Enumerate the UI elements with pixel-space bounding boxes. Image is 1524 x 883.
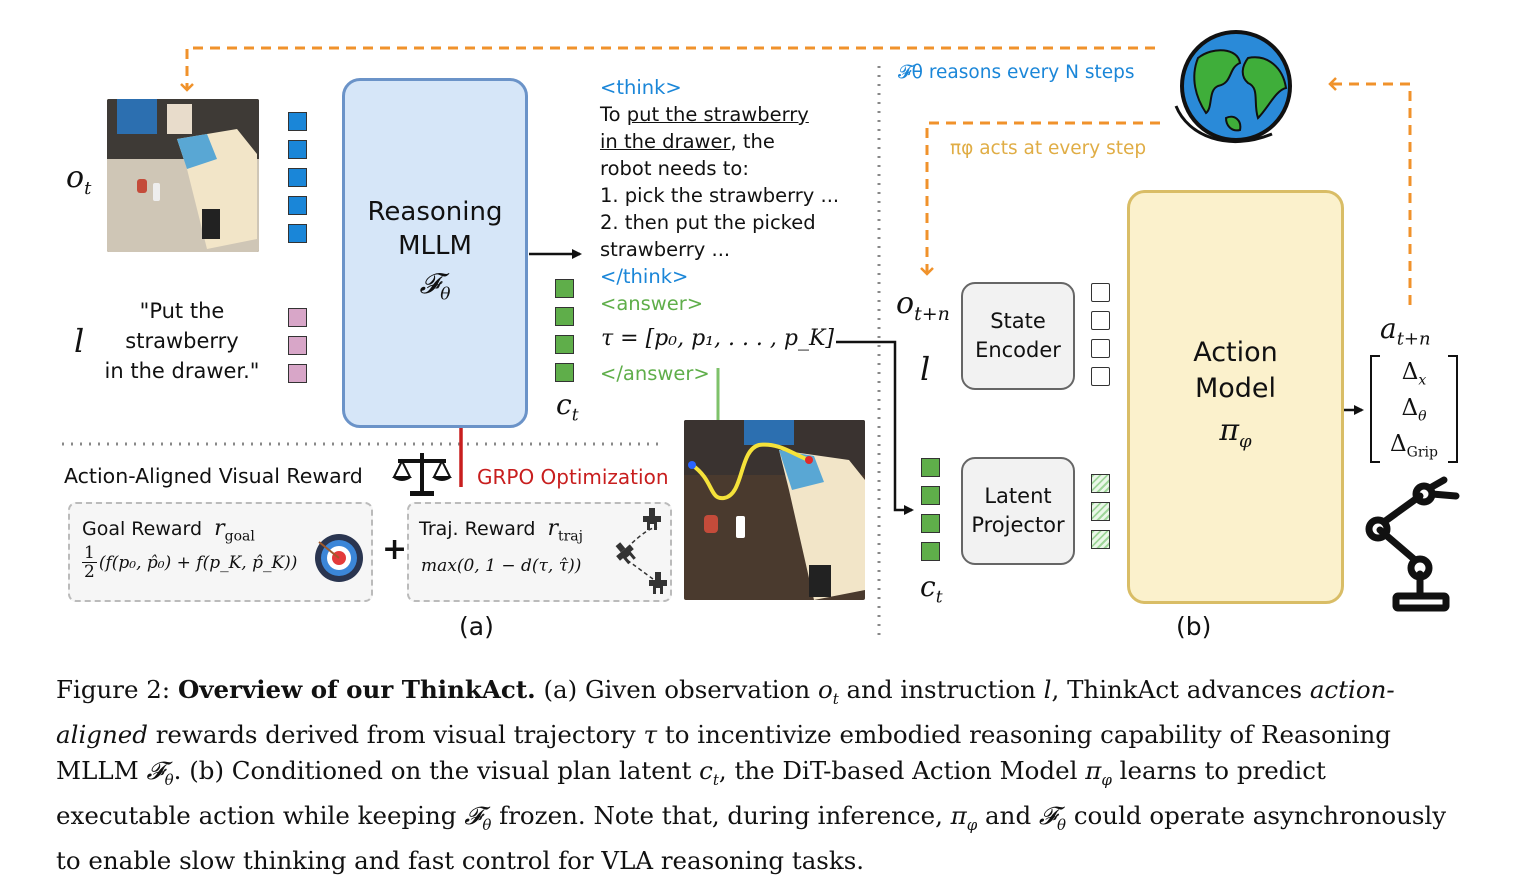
state-token bbox=[1091, 311, 1110, 330]
latent-token bbox=[555, 335, 574, 354]
figure-caption: Figure 2: Overview of our ThinkAct. (a) … bbox=[56, 675, 1447, 875]
answer-close-tag: </answer> bbox=[600, 362, 710, 385]
instruction-symbol-b: l bbox=[920, 350, 931, 388]
latent-token bbox=[555, 363, 574, 382]
globe-icon bbox=[1168, 28, 1308, 152]
robot-arm-icon bbox=[1360, 474, 1470, 618]
scale-icon bbox=[392, 449, 452, 503]
goal-reward-formula: 1 2 (f(p₀, p̂₀) + f(p_K, p̂_K)) bbox=[82, 543, 298, 582]
trajectory-image bbox=[684, 420, 865, 600]
gripper-trajectory-icon bbox=[609, 506, 671, 604]
observation-token bbox=[288, 112, 307, 131]
goal-reward-label: Goal Reward rgoal bbox=[82, 516, 255, 545]
instruction-symbol: l bbox=[74, 322, 85, 360]
observation-next-symbol: ot+n bbox=[896, 286, 950, 325]
latent-token bbox=[555, 279, 574, 298]
traj-reward-formula: max(0, 1 − d(τ, τ̂)) bbox=[421, 556, 582, 576]
observation-token bbox=[288, 196, 307, 215]
action-vector: Δx Δθ ΔGrip bbox=[1370, 355, 1458, 463]
reasoning-line: 1. pick the strawberry ... bbox=[600, 184, 840, 207]
projected-token bbox=[1091, 474, 1110, 493]
observation-token bbox=[288, 140, 307, 159]
latent-symbol-b: ct bbox=[920, 570, 943, 608]
part-b-label: (b) bbox=[1176, 612, 1212, 641]
traj-reward-label: Traj. Reward rtraj bbox=[419, 516, 583, 545]
projected-token bbox=[1091, 530, 1110, 549]
plus-sign: + bbox=[382, 532, 408, 567]
observation-image bbox=[107, 99, 259, 252]
part-a-label: (a) bbox=[459, 612, 494, 641]
mllm-label-line1: Reasoning bbox=[367, 196, 503, 227]
latent-token-b bbox=[921, 486, 940, 505]
trajectory-formula: τ = [p₀, p₁, . . . , p_K] bbox=[601, 326, 834, 351]
latent-token-b bbox=[921, 514, 940, 533]
instruction-token bbox=[288, 308, 307, 327]
latent-symbol: ct bbox=[556, 388, 579, 426]
reasoning-output: <think> To put the strawberry in the dra… bbox=[600, 74, 870, 317]
latent-token-b bbox=[921, 542, 940, 561]
action-symbol: at+n bbox=[1380, 312, 1431, 350]
latent-token-b bbox=[921, 458, 940, 477]
reward-section-label: Action-Aligned Visual Reward bbox=[64, 464, 363, 488]
state-token bbox=[1091, 339, 1110, 358]
latent-token bbox=[555, 307, 574, 326]
mllm-label-line2: MLLM bbox=[398, 230, 472, 261]
action-model-symbol: πφ bbox=[1219, 412, 1252, 452]
action-dx: Δx bbox=[1401, 359, 1427, 389]
trajectory-to-latent-arrow bbox=[836, 340, 914, 515]
instruction-token bbox=[288, 364, 307, 383]
instruction-text: "Put the strawberry in the drawer." bbox=[104, 299, 260, 383]
feedback-loop-top bbox=[180, 46, 1155, 92]
answer-open-tag: <answer> bbox=[600, 292, 704, 315]
traj-reward-box: Traj. Reward rtraj max(0, 1 − d(τ, τ̂)) bbox=[407, 502, 672, 602]
observation-token bbox=[288, 168, 307, 187]
observation-token bbox=[288, 224, 307, 243]
reasoning-line: strawberry ... bbox=[600, 238, 731, 261]
grpo-label: GRPO Optimization bbox=[477, 465, 669, 489]
reasoning-line: 2. then put the picked bbox=[600, 211, 816, 234]
state-token bbox=[1091, 367, 1110, 386]
state-token bbox=[1091, 283, 1110, 302]
target-icon bbox=[313, 532, 365, 588]
reasoning-line: in the drawer, the bbox=[600, 130, 775, 153]
latent-projector-box: Latent Projector bbox=[961, 457, 1075, 565]
action-dtheta: Δθ bbox=[1401, 395, 1427, 425]
projected-token bbox=[1091, 502, 1110, 521]
reasons-every-n-steps: 𝓕θ reasons every N steps bbox=[898, 62, 1135, 83]
acts-every-step: πφ acts at every step bbox=[950, 138, 1147, 159]
mllm-symbol: 𝓕θ bbox=[419, 266, 451, 305]
reasoning-mllm-box: Reasoning MLLM 𝓕θ bbox=[342, 78, 528, 428]
reasoning-line: robot needs to: bbox=[600, 157, 749, 180]
observation-symbol: ot bbox=[66, 160, 92, 199]
reasoning-line: To put the strawberry bbox=[600, 103, 809, 126]
action-model-box: Action Model πφ bbox=[1127, 190, 1344, 604]
feedback-loop-right bbox=[1328, 77, 1412, 305]
state-encoder-box: State Encoder bbox=[961, 282, 1075, 390]
think-close-tag: </think> bbox=[600, 265, 689, 288]
feedback-loop-mid bbox=[920, 121, 1160, 276]
instruction-token bbox=[288, 336, 307, 355]
action-dgrip: ΔGrip bbox=[1390, 431, 1438, 461]
think-open-tag: <think> bbox=[600, 76, 682, 99]
goal-reward-box: Goal Reward rgoal 1 2 (f(p₀, p̂₀) + f(p_… bbox=[68, 502, 373, 602]
